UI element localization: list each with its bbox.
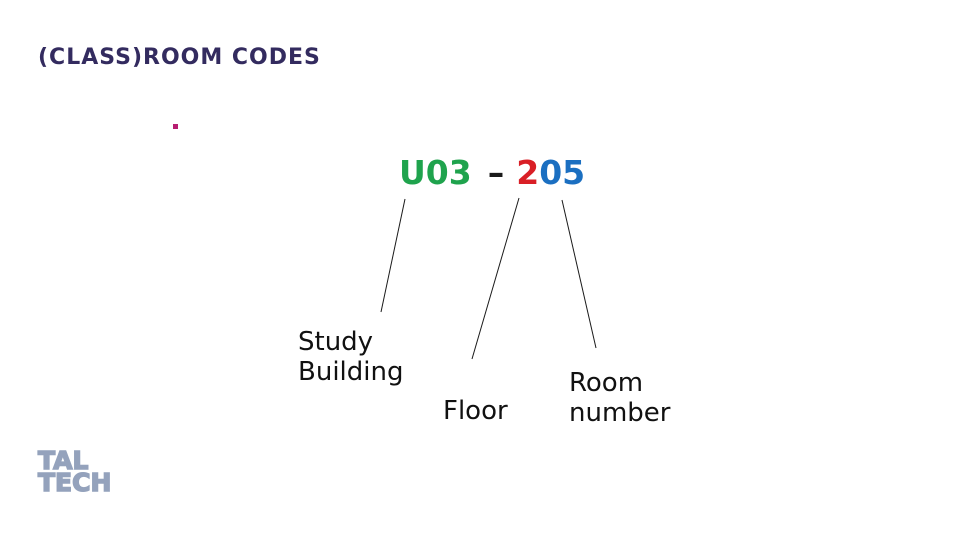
room-code-floor-digit: 2: [516, 153, 540, 192]
label-room-number: Room number: [569, 368, 670, 428]
label-floor: Floor: [443, 396, 508, 426]
room-code-room-digits: 05: [539, 153, 586, 192]
taltech-logo-line2: TECH: [37, 468, 112, 497]
room-code-building: U03: [399, 153, 472, 192]
taltech-logo: TAL TECH: [37, 446, 112, 497]
label-room-number-line1: Room: [569, 368, 644, 398]
bullet-square-icon: [173, 124, 178, 129]
slide-title: (CLASS)ROOM CODES: [38, 45, 321, 70]
label-study-building-line2: Building: [298, 357, 404, 387]
connector-line-study-building: [380, 198, 406, 313]
label-study-building: Study Building: [298, 327, 403, 387]
label-study-building-line1: Study: [298, 327, 374, 357]
label-room-number-line2: number: [569, 398, 671, 428]
connector-line-room-number: [561, 199, 597, 349]
connector-line-floor: [471, 197, 520, 360]
room-code-separator: –: [487, 153, 505, 192]
taltech-logo-line1: TAL: [37, 446, 89, 475]
room-code: U03–205: [399, 153, 585, 193]
